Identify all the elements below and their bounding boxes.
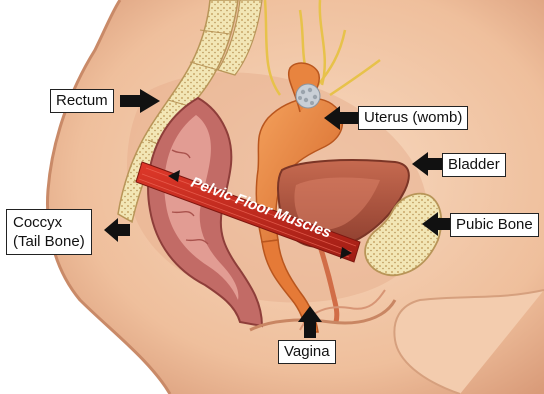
coccyx-label-line1: Coccyx	[13, 213, 85, 232]
uterus-label: Uterus (womb)	[358, 106, 468, 130]
coccyx-label: Coccyx (Tail Bone)	[6, 209, 92, 255]
bladder-label: Bladder	[442, 153, 506, 177]
coccyx-label-line2: (Tail Bone)	[13, 232, 85, 251]
rectum-label: Rectum	[50, 89, 114, 113]
vagina-label: Vagina	[278, 340, 336, 364]
pubic-bone-label: Pubic Bone	[450, 213, 539, 237]
